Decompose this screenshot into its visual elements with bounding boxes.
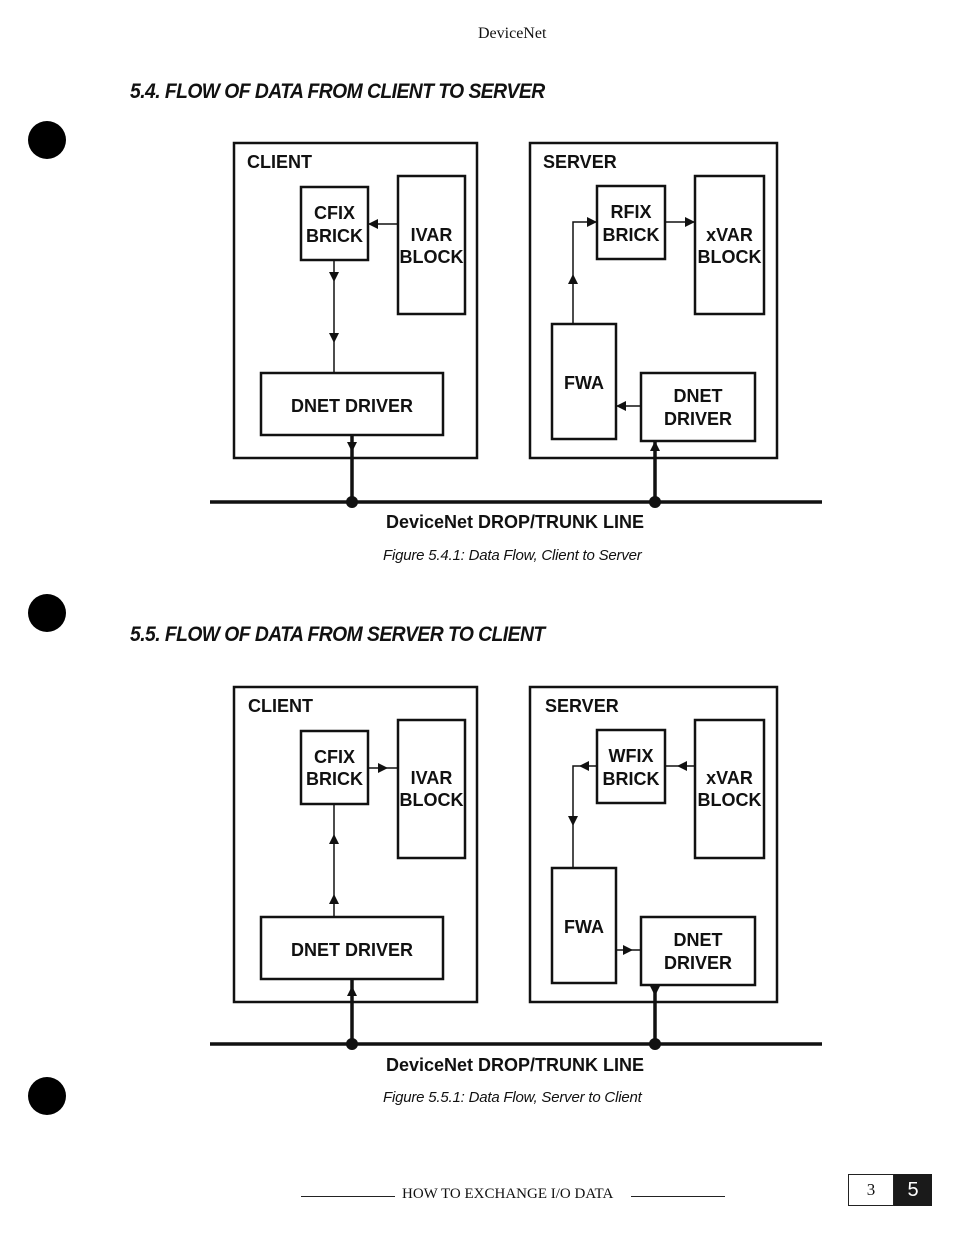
- client-fix-label-line1: CFIX: [314, 203, 355, 223]
- page-number: 3: [848, 1174, 894, 1206]
- server-box: [528, 685, 779, 1004]
- figure-caption: Figure 5.4.1: Data Flow, Client to Serve…: [383, 547, 642, 564]
- server-fix-label-line2: BRICK: [603, 225, 660, 245]
- server-driver-label-line1: DNET: [674, 386, 723, 406]
- ivar-block-box: [396, 718, 467, 860]
- footer-rule-left: [301, 1196, 395, 1197]
- ivar-block-box: [396, 174, 467, 316]
- server-driver-label-line2: DRIVER: [664, 409, 732, 429]
- server-fix-brick-box: [595, 728, 667, 805]
- client-fix-label-line1: CFIX: [314, 747, 355, 767]
- xvar-label-line2: BLOCK: [698, 247, 762, 267]
- server-tap-point: [649, 1038, 661, 1050]
- trunk-line-label: DeviceNet DROP/TRUNK LINE: [386, 512, 644, 532]
- trunk-line-label: DeviceNet DROP/TRUNK LINE: [386, 1055, 644, 1075]
- server-driver-box: [639, 371, 757, 443]
- arrow-left: [677, 761, 687, 771]
- client-box: [232, 141, 479, 460]
- client-box: [232, 685, 479, 1004]
- punch-hole: [28, 1077, 66, 1115]
- ivar-label-line1: IVAR: [411, 225, 453, 245]
- server-label: SERVER: [545, 696, 619, 716]
- footer-title: HOW TO EXCHANGE I/O DATA: [402, 1186, 614, 1202]
- fwa-box: [550, 322, 618, 441]
- arrow-left: [368, 219, 378, 229]
- client-tap-point: [346, 1038, 358, 1050]
- arrow-right: [623, 945, 633, 955]
- server-fix-label-line1: WFIX: [609, 746, 654, 766]
- ivar-label-line1: IVAR: [411, 768, 453, 788]
- server-driver-box: [639, 915, 757, 987]
- client-fix-brick-box: [299, 185, 370, 262]
- xvar-label-line1: xVAR: [706, 768, 753, 788]
- xvar-label-line2: BLOCK: [698, 790, 762, 810]
- fwa-rfix-link: [572, 221, 597, 324]
- arrow-down: [568, 816, 578, 826]
- server-driver-label-line2: DRIVER: [664, 953, 732, 973]
- punch-hole: [28, 594, 66, 632]
- figure-caption: Figure 5.5.1: Data Flow, Server to Clien…: [383, 1089, 642, 1106]
- ivar-label-line2: BLOCK: [400, 790, 464, 810]
- server-label: SERVER: [543, 152, 617, 172]
- server-tap-point: [649, 496, 661, 508]
- arrow-right: [685, 217, 695, 227]
- section-title: 5.4. FLOW OF DATA FROM CLIENT TO SERVER: [130, 80, 545, 103]
- client-driver-label: DNET DRIVER: [291, 396, 413, 416]
- arrow-down: [329, 333, 339, 343]
- arrow-right: [587, 217, 597, 227]
- arrow-down: [329, 272, 339, 282]
- xvar-block-box: [693, 174, 766, 316]
- xvar-label-line1: xVAR: [706, 225, 753, 245]
- arrow-right: [378, 763, 388, 773]
- ivar-label-line2: BLOCK: [400, 247, 464, 267]
- arrow-left: [579, 761, 589, 771]
- server-driver-label-line1: DNET: [674, 930, 723, 950]
- arrow-left: [616, 401, 626, 411]
- arrow-up: [329, 894, 339, 904]
- client-fix-label-line2: BRICK: [306, 226, 363, 246]
- client-label: CLIENT: [248, 696, 313, 716]
- footer-rule-right: [631, 1196, 725, 1197]
- arrow-up: [329, 834, 339, 844]
- server-box: [528, 141, 779, 460]
- server-fix-label-line1: RFIX: [610, 202, 651, 222]
- fwa-label: FWA: [564, 373, 604, 393]
- client-to-server-diagram: CLIENT SERVER CFIX BRICK IVAR BLOCK DNET…: [210, 141, 822, 532]
- client-label: CLIENT: [247, 152, 312, 172]
- running-header: DeviceNet: [478, 25, 547, 42]
- server-fix-brick-box: [595, 184, 667, 261]
- arrow-up: [568, 274, 578, 284]
- section-title: 5.5. FLOW OF DATA FROM SERVER TO CLIENT: [130, 623, 545, 646]
- client-fix-label-line2: BRICK: [306, 769, 363, 789]
- client-tap-point: [346, 496, 358, 508]
- client-fix-brick-box: [299, 729, 370, 806]
- page-number-tab: 3 5: [848, 1174, 932, 1206]
- server-to-client-diagram: CLIENT SERVER CFIX BRICK IVAR BLOCK DNET…: [210, 685, 822, 1075]
- server-fix-label-line2: BRICK: [603, 769, 660, 789]
- xvar-block-box: [693, 718, 766, 860]
- fwa-box: [550, 866, 618, 985]
- chapter-number: 5: [894, 1174, 932, 1206]
- punch-hole: [28, 121, 66, 159]
- client-driver-label: DNET DRIVER: [291, 940, 413, 960]
- fwa-label: FWA: [564, 917, 604, 937]
